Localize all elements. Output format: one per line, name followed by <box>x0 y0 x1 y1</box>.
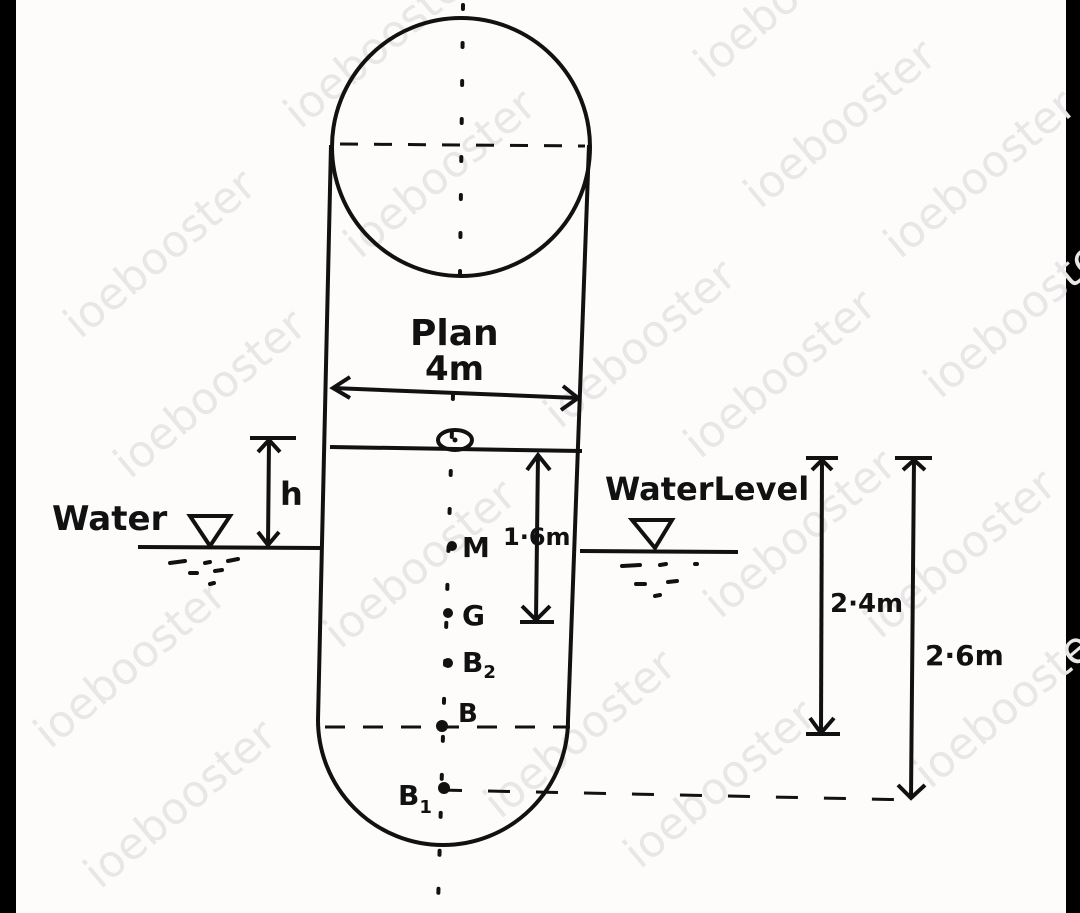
svg-text:ioebooster: ioebooster <box>104 299 316 489</box>
G-label: G <box>462 599 485 632</box>
water-level-triangle-icon <box>186 514 234 550</box>
section-marker <box>436 428 474 452</box>
water-surface-right: WaterLevel <box>579 470 809 598</box>
svg-text:ioebooster: ioebooster <box>734 29 946 219</box>
B-dot <box>436 720 448 732</box>
svg-text:ioebooster: ioebooster <box>904 609 1080 799</box>
B-label: B <box>458 699 478 729</box>
M-label: M <box>462 531 490 564</box>
B1-label: B1 <box>398 779 432 818</box>
svg-text:ioebooster: ioebooster <box>24 569 236 759</box>
diameter-label: 4m <box>425 349 484 389</box>
plan-horizontal-centerline <box>339 142 586 148</box>
svg-text:ioebooster: ioebooster <box>54 159 266 349</box>
B1-dot <box>438 782 450 794</box>
G-dot <box>443 608 453 618</box>
svg-text:ioebooster: ioebooster <box>914 219 1080 409</box>
dim-2-6m-label: 2·6m <box>925 639 1004 672</box>
metacentre-dot <box>447 541 457 551</box>
dim-2-4m: 2·4m <box>806 456 903 737</box>
water-label-left: Water <box>52 499 168 539</box>
svg-text:ioebooster: ioebooster <box>334 79 546 269</box>
stability-points: M G B2 B B1 <box>398 531 496 818</box>
water-surface-left: Water <box>52 499 321 586</box>
svg-text:ioebooster: ioebooster <box>614 689 826 879</box>
svg-text:ioebooster: ioebooster <box>874 79 1080 269</box>
freeboard-dimension: h <box>250 436 303 549</box>
dim-1-6m-label: 1·6m <box>503 523 571 551</box>
water-level-label-right: WaterLevel <box>605 470 809 508</box>
plan-label: Plan <box>410 313 499 354</box>
cylinder-centerline <box>436 393 455 907</box>
diameter-dimension: Plan 4m <box>329 313 582 412</box>
dim-1-6m: 1·6m <box>503 451 571 624</box>
svg-text:ioebooster: ioebooster <box>74 709 286 899</box>
B2-dot <box>443 658 453 668</box>
svg-text:ioebooster: ioebooster <box>314 469 526 659</box>
h-label: h <box>280 475 303 513</box>
B2-label: B2 <box>462 646 496 683</box>
dim-2-6m: 2·6m <box>895 456 1004 801</box>
svg-text:ioebooster: ioebooster <box>274 0 486 138</box>
water-level-triangle-icon <box>627 518 676 552</box>
B1-level-dashed-line <box>439 788 916 802</box>
cylinder-outline <box>315 144 591 847</box>
dim-2-4m-label: 2·4m <box>830 589 903 619</box>
svg-text:ioebooster: ioebooster <box>474 639 686 829</box>
